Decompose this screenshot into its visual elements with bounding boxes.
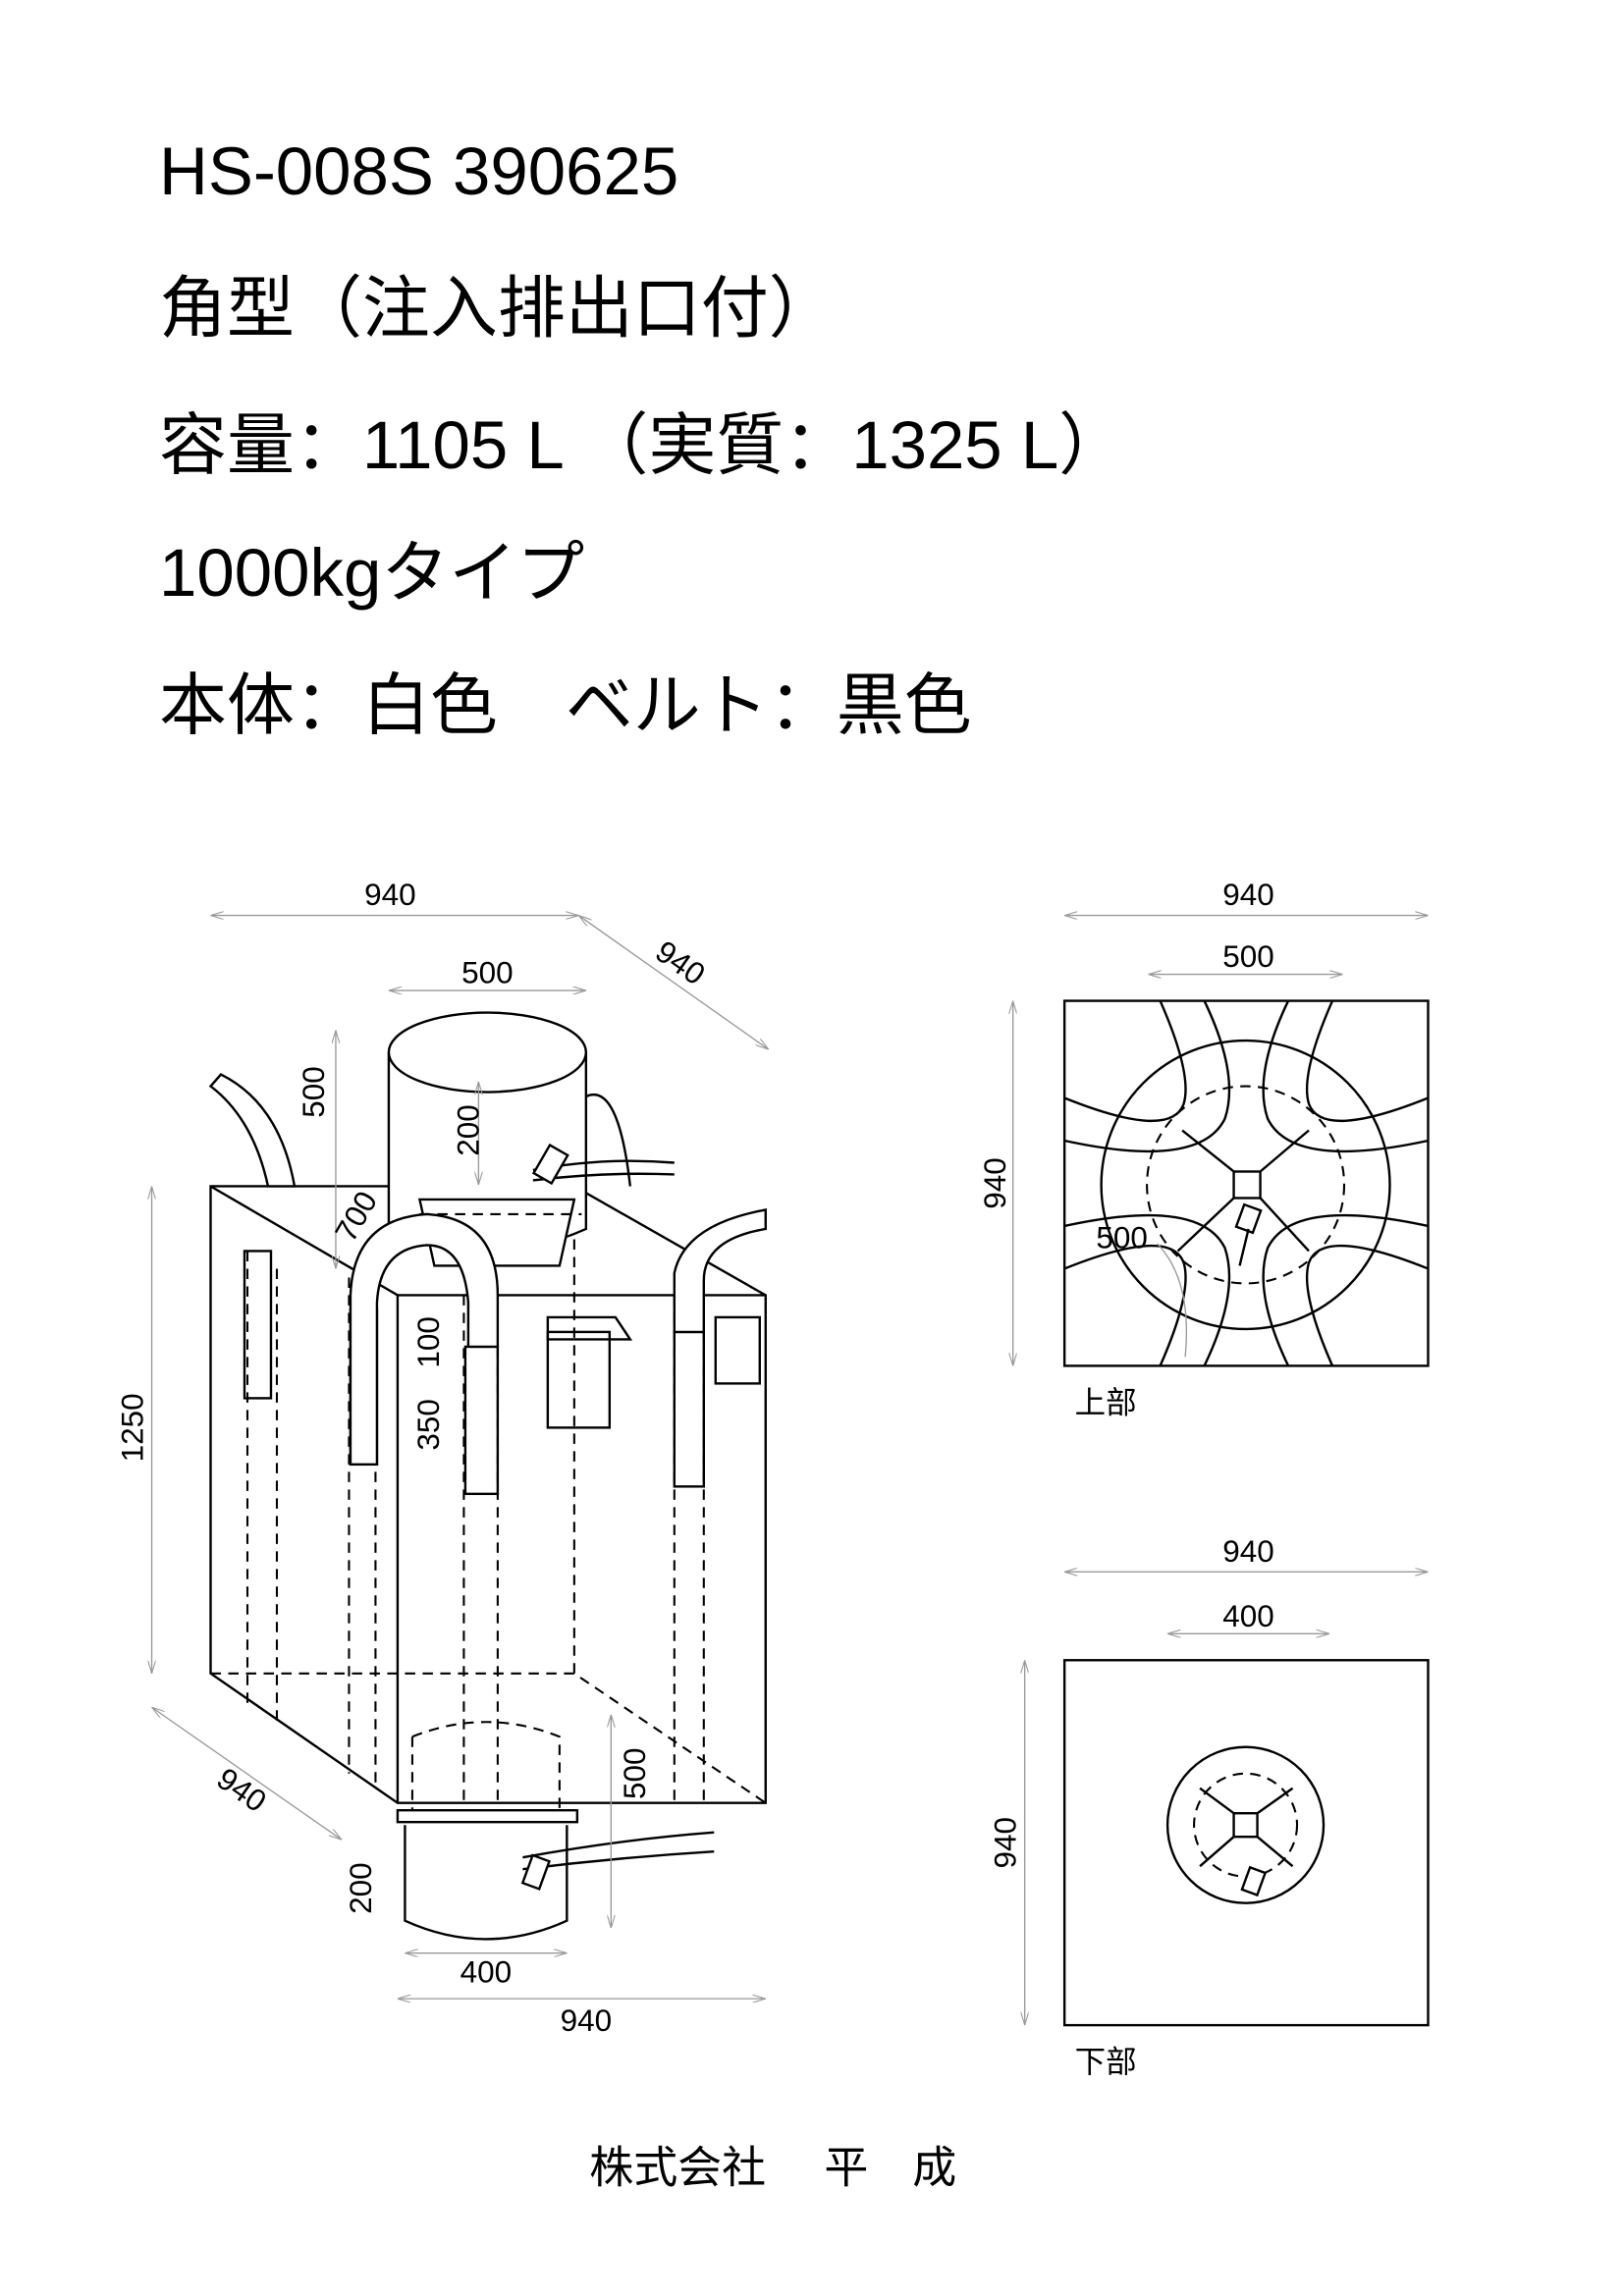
- top-view-width: 940: [1222, 878, 1274, 912]
- header: HS-008S 390625 角型（注入排出口付） 容量：1105 L （実質：…: [159, 133, 1126, 743]
- bottom-view-label: 下部: [1075, 2045, 1137, 2080]
- model-line: HS-008S 390625: [159, 133, 678, 209]
- top-view-loop: 500: [1096, 1220, 1148, 1255]
- top-view: 940 500 940 500 上部: [978, 878, 1430, 1420]
- type-line: 角型（注入排出口付）: [159, 270, 837, 346]
- dim-height: 1250: [116, 1393, 150, 1462]
- bottom-view: 940 400 940 下部: [989, 1534, 1430, 2080]
- dim-bottom-spout-dia: 400: [460, 1955, 513, 1990]
- color-line: 本体：白色 ベルト：黒色: [159, 667, 972, 743]
- top-view-height: 940: [978, 1157, 1012, 1209]
- dim-depth-top: 940: [649, 934, 711, 992]
- bottom-view-spout: 400: [1222, 1599, 1274, 1633]
- load-line: 1000kgタイプ: [159, 535, 584, 611]
- dim-loop-sewn: 350: [411, 1399, 446, 1451]
- dim-bottom-spout-tie: 200: [344, 1862, 378, 1914]
- dim-width: 940: [364, 878, 416, 912]
- dim-top-spout-tie: 200: [451, 1104, 485, 1156]
- top-view-spout: 500: [1222, 939, 1274, 974]
- capacity-line: 容量：1105 L （実質：1325 L）: [159, 407, 1126, 483]
- company-name: 株式会社 平 成: [589, 2142, 956, 2194]
- bottom-view-width: 940: [1222, 1534, 1274, 1569]
- dim-top-spout-dia: 500: [461, 956, 514, 990]
- bottom-view-height: 940: [989, 1817, 1023, 1869]
- top-view-label: 上部: [1075, 1385, 1137, 1420]
- dim-width-bottom: 940: [561, 2003, 613, 2038]
- dim-loop-base: 100: [411, 1316, 446, 1368]
- side-view-drawing: [208, 1011, 767, 1941]
- side-view-dimensions: 940 940 500 500 200 700 1250 100 350 500…: [116, 878, 769, 2038]
- dim-depth-bottom: 940: [210, 1761, 272, 1819]
- dim-bottom-spout-height: 500: [618, 1747, 652, 1799]
- dim-top-spout-height: 500: [297, 1066, 331, 1118]
